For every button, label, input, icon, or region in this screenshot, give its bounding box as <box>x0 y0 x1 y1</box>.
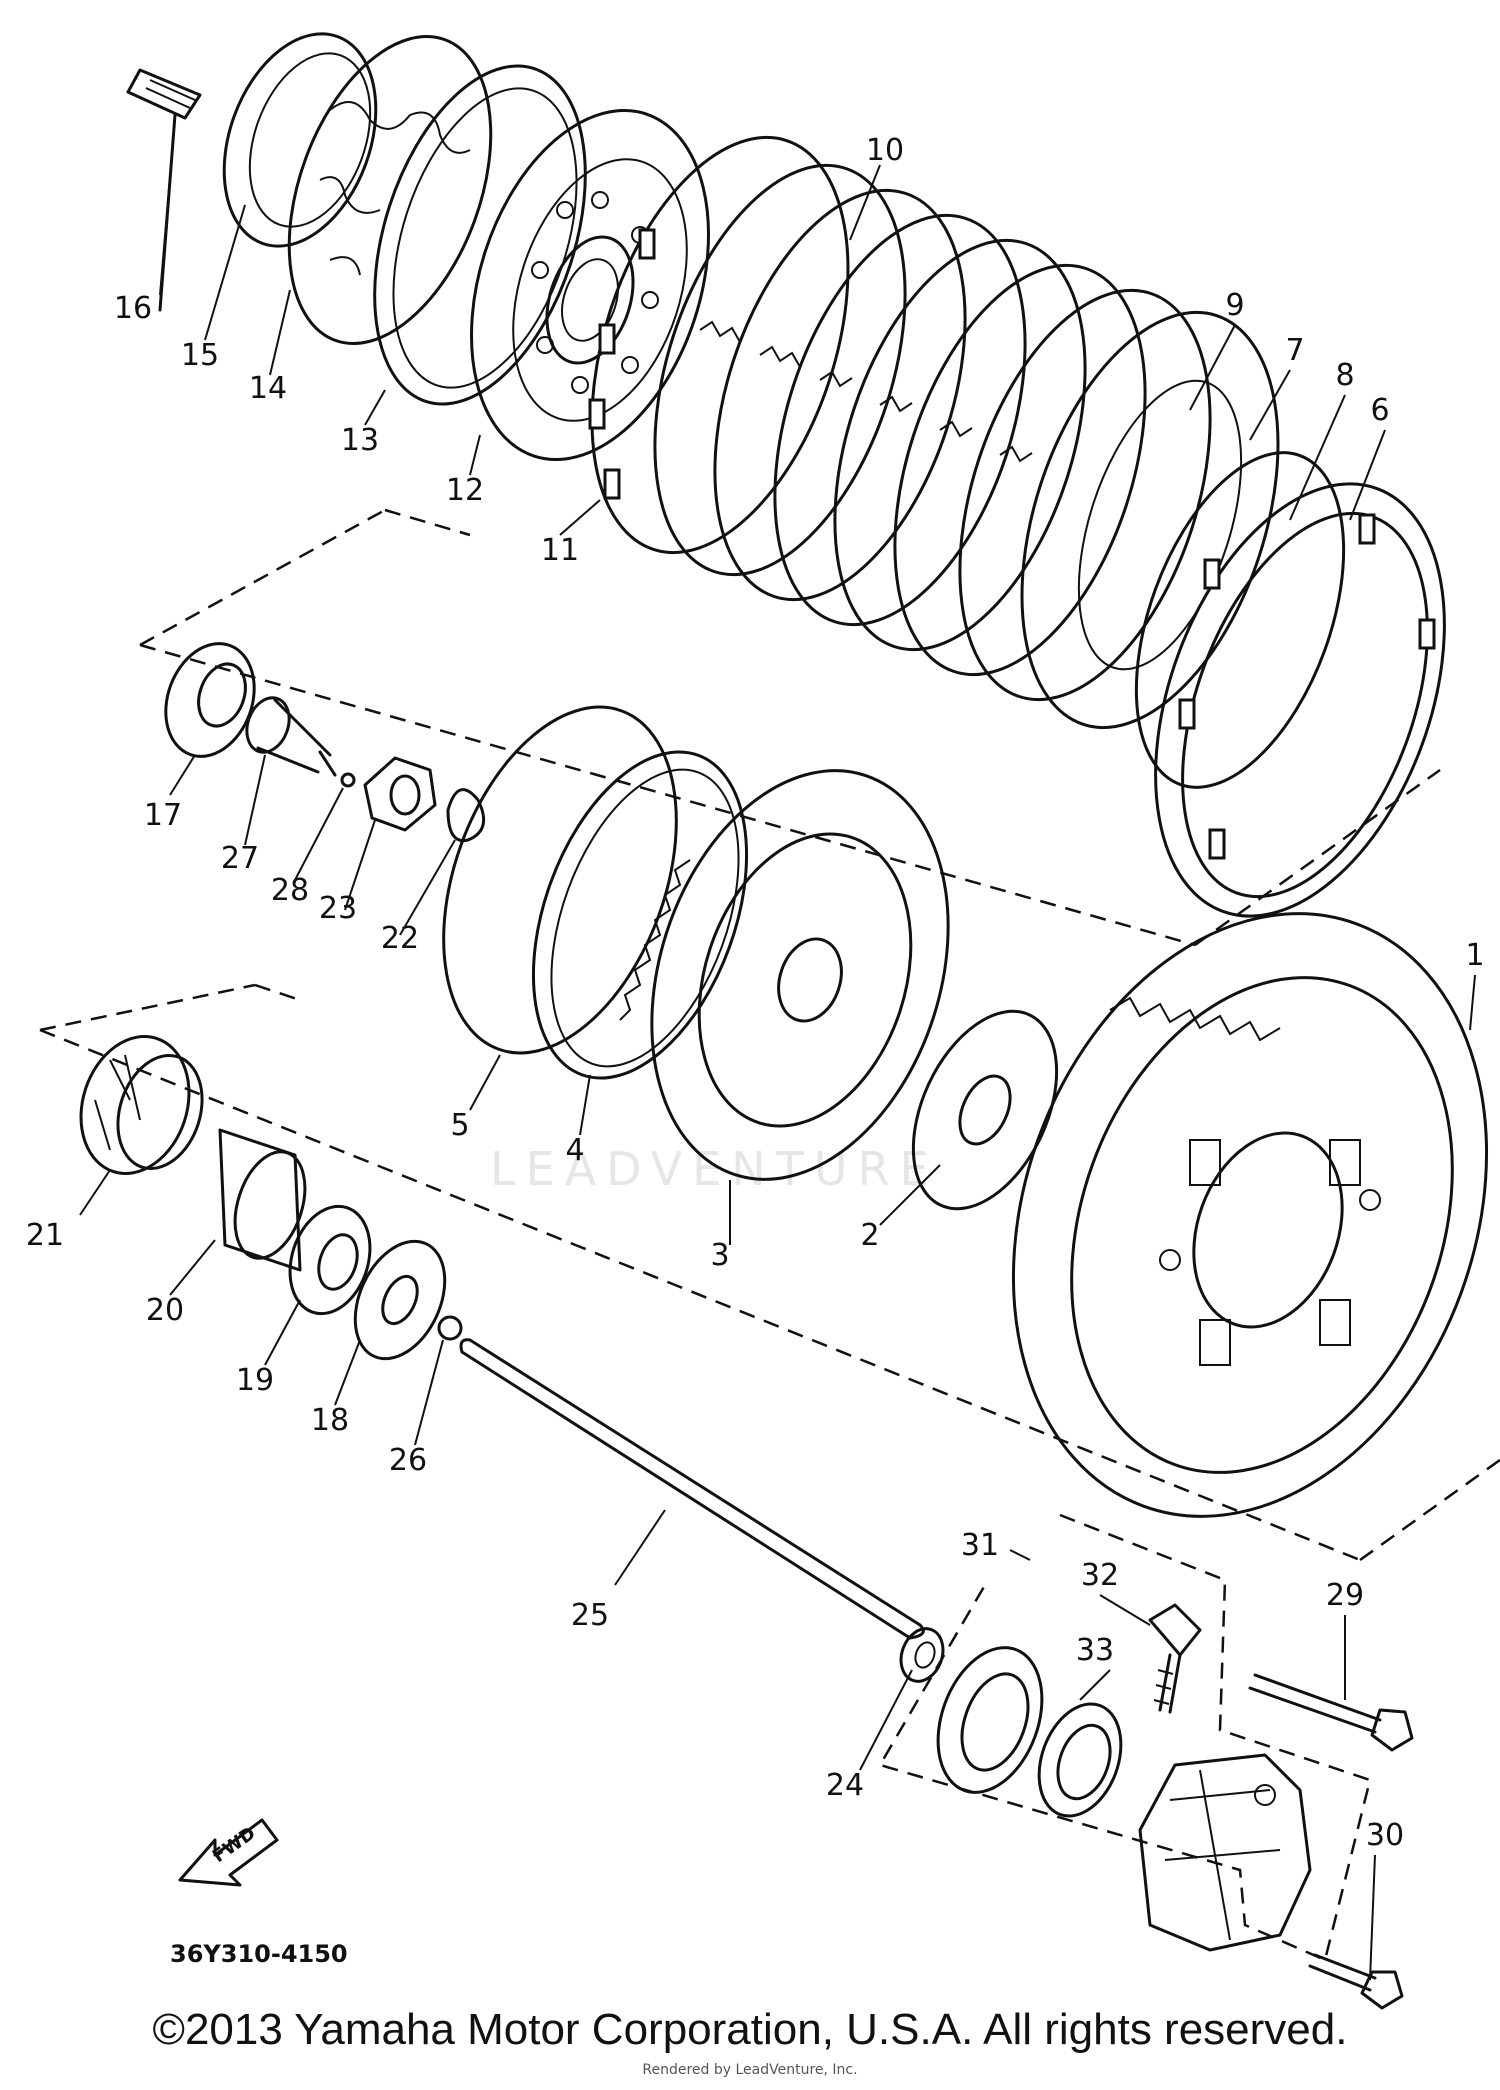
callout-3: 3 <box>710 1238 729 1273</box>
copyright-notice: ©2013 Yamaha Motor Corporation, U.S.A. A… <box>152 2005 1348 2054</box>
part-24-seal <box>899 1627 945 1683</box>
part-2-thrust-washer <box>911 1009 1059 1211</box>
callout-labels: 1 2 3 4 5 6 7 8 9 10 11 12 13 14 15 16 1… <box>26 133 1485 1853</box>
part-8-wire-ring <box>1134 451 1346 789</box>
callout-9: 9 <box>1225 288 1244 323</box>
callout-16: 16 <box>114 291 152 326</box>
callout-17: 17 <box>144 798 182 833</box>
callout-30: 30 <box>1366 1818 1404 1853</box>
leader-lines <box>79 117 1476 1981</box>
part-25-push-rod <box>459 1338 925 1640</box>
part-14-disc <box>287 35 493 345</box>
callout-11: 11 <box>541 533 579 568</box>
callout-24: 24 <box>826 1768 864 1803</box>
callout-20: 20 <box>146 1293 184 1328</box>
callout-12: 12 <box>446 473 484 508</box>
part-15-plate <box>222 32 378 248</box>
fwd-arrow-icon: FWD <box>178 1818 279 1887</box>
callout-33: 33 <box>1076 1633 1114 1668</box>
diagram-code: 36Y310-4150 <box>170 1940 348 1968</box>
part-21-needle-bearing <box>79 1035 204 1175</box>
part-27-push-rod <box>245 696 337 777</box>
callout-18: 18 <box>311 1403 349 1438</box>
part-32-adjuster-screw <box>1148 1603 1202 1714</box>
callout-7: 7 <box>1285 333 1304 368</box>
callout-23: 23 <box>319 891 357 926</box>
callout-2: 2 <box>860 1218 879 1253</box>
callout-15: 15 <box>181 338 219 373</box>
part-30-bolt <box>1308 1953 1404 2010</box>
callout-19: 19 <box>236 1363 274 1398</box>
part-3-clutch-boss <box>619 769 950 1181</box>
part-6-friction-plate <box>1154 482 1446 918</box>
part-20-spacer <box>218 1128 307 1272</box>
part-1-clutch-housing <box>1011 912 1489 1518</box>
callout-1: 1 <box>1465 938 1484 973</box>
part-22-lock-washer <box>446 788 486 843</box>
callout-22: 22 <box>381 921 419 956</box>
callout-8: 8 <box>1335 358 1354 393</box>
part-23-nut <box>363 756 437 832</box>
callout-5: 5 <box>450 1108 469 1143</box>
part-33-oil-seal <box>936 1646 1123 1818</box>
rendered-by-credit: Rendered by LeadVenture, Inc. <box>642 2062 858 2078</box>
part-4-ring <box>531 750 749 1080</box>
part-26-ball <box>437 1315 463 1341</box>
callout-25: 25 <box>571 1598 609 1633</box>
part-16-bolt <box>126 68 202 312</box>
part-13-spring <box>373 64 587 406</box>
upper-assembly-plane <box>139 508 1441 947</box>
part-18-washer <box>353 1239 447 1361</box>
part-19-bearing <box>288 1204 372 1316</box>
callout-29: 29 <box>1326 1578 1364 1613</box>
clutch-cover <box>1138 1753 1312 1952</box>
clutch-cover-assembly-box <box>878 1513 1372 1962</box>
callout-31: 31 <box>961 1528 999 1563</box>
callout-26: 26 <box>389 1443 427 1478</box>
callout-21: 21 <box>26 1218 64 1253</box>
callout-27: 27 <box>221 841 259 876</box>
lower-assembly-plane <box>39 983 1500 1562</box>
callout-28: 28 <box>271 873 309 908</box>
watermark: LEADVENTURE <box>490 1142 939 1196</box>
callout-13: 13 <box>341 423 379 458</box>
part-28-ring <box>340 772 356 788</box>
callout-14: 14 <box>249 371 287 406</box>
callout-32: 32 <box>1081 1558 1119 1593</box>
part-29-bolt <box>1248 1673 1414 1752</box>
callout-10: 10 <box>866 133 904 168</box>
clutch-plate-stack <box>588 135 1280 730</box>
callout-6: 6 <box>1370 393 1389 428</box>
part-5-ring <box>442 705 678 1055</box>
callout-4: 4 <box>565 1133 584 1168</box>
